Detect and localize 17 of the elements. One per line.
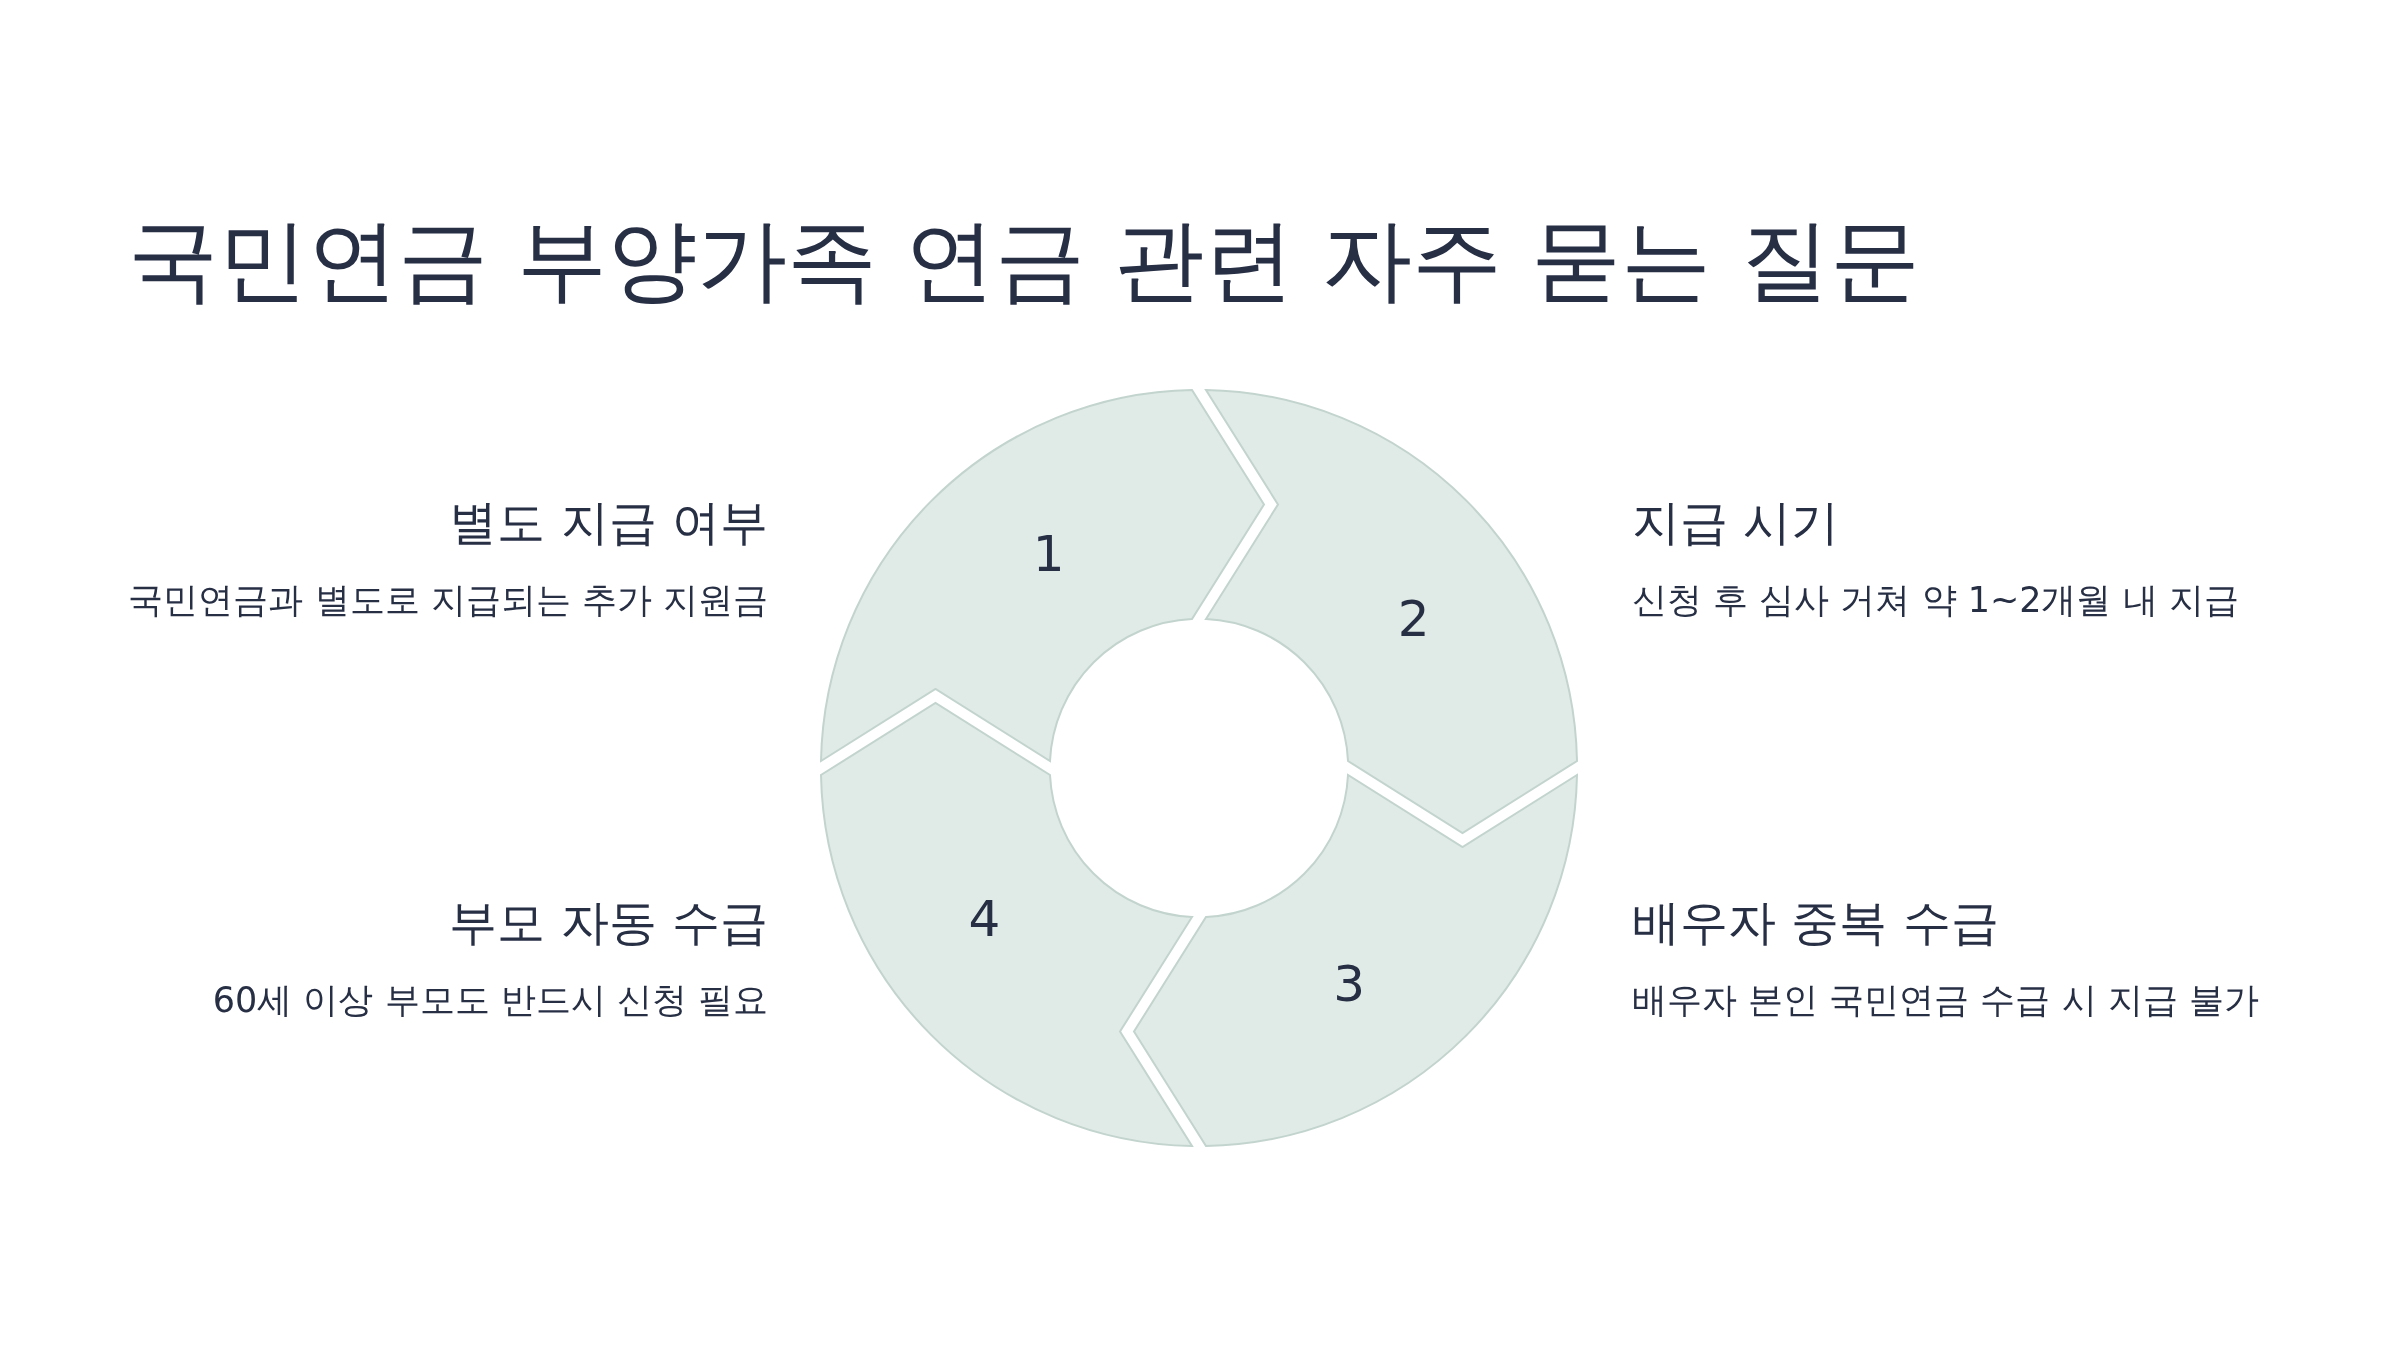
heading: 지급 시기 [1632,493,1840,552]
step-number: 3 [1333,954,1366,1013]
heading: 배우자 중복 수급 [1632,893,1999,952]
cycle-segment [1205,389,1578,834]
title: 국민연금 부양가족 연금 관련 자주 묻는 질문 [128,206,1920,314]
step-number: 2 [1397,589,1430,648]
cycle-segment [820,389,1265,762]
description: 배우자 본인 국민연금 수급 시 지급 불가 [1632,979,2259,1022]
step-number: 1 [1032,525,1065,584]
description: 60세 이상 부모도 반드시 신청 필요 [212,979,768,1022]
description: 국민연금과 별도로 지급되는 추가 지원금 [128,579,768,622]
heading: 부모 자동 수급 [449,893,768,952]
step-number: 4 [968,890,1001,949]
cycle-segment [1133,774,1578,1147]
description: 신청 후 심사 거쳐 약 1~2개월 내 지급 [1632,579,2239,622]
heading: 별도 지급 여부 [449,493,768,552]
cycle-segment [820,702,1193,1147]
